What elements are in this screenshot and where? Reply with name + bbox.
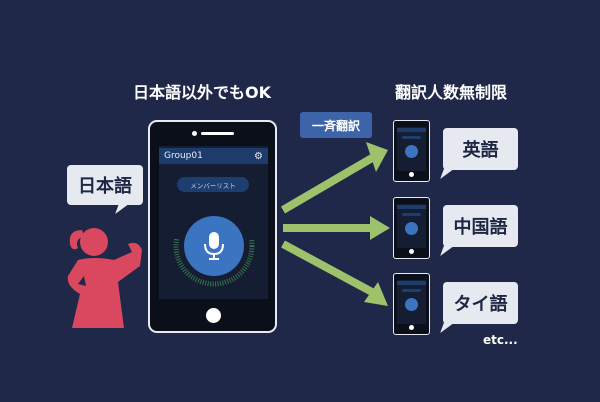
language-bubble-thai: タイ語 [443, 282, 518, 324]
arrow-head [364, 282, 388, 306]
microphone-icon [405, 298, 418, 311]
home-button [409, 172, 414, 177]
arrow-to-english [280, 154, 375, 214]
language-bubble-english: 英語 [443, 128, 518, 170]
heading-left: 日本語以外でもOK [133, 83, 272, 102]
language-label: 英語 [462, 140, 499, 161]
phone-screen: Group01 ⚙ メンバーリスト [159, 146, 268, 299]
member-list-label: メンバーリスト [190, 181, 236, 190]
speaker-language: 日本語 [78, 176, 132, 197]
language-label: タイ語 [453, 294, 508, 315]
microphone-icon [405, 222, 418, 235]
gear-icon[interactable]: ⚙ [254, 150, 263, 162]
member-list-button[interactable]: メンバーリスト [177, 177, 249, 192]
person-icon [67, 228, 142, 328]
arrow-head [370, 216, 390, 240]
heading-right: 翻訳人数無制限 [395, 83, 508, 102]
group-name: Group01 [164, 151, 203, 161]
home-button [409, 325, 414, 330]
speaker-language-bubble: 日本語 [67, 165, 143, 205]
broadcast-translate-button: 一斉翻訳 [300, 112, 372, 138]
recipient-phone [393, 273, 430, 335]
microphone-icon [405, 145, 418, 158]
group-header: Group01 ⚙ [159, 148, 268, 164]
home-button [409, 249, 414, 254]
speaker-slot [201, 132, 234, 135]
mic-button[interactable] [184, 216, 244, 276]
etc-label: etc... [483, 333, 518, 347]
recipient-phone [393, 197, 430, 259]
broadcast-label: 一斉翻訳 [311, 118, 360, 133]
arrow-head [366, 142, 388, 172]
microphone-icon [204, 232, 224, 260]
language-label: 中国語 [453, 217, 508, 238]
language-bubble-chinese: 中国語 [443, 205, 518, 247]
camera-dot [192, 131, 197, 136]
recipient-phone [393, 120, 430, 182]
arrow-to-thai [281, 240, 374, 296]
main-phone: Group01 ⚙ メンバーリスト [148, 120, 277, 333]
home-button[interactable] [206, 308, 221, 323]
